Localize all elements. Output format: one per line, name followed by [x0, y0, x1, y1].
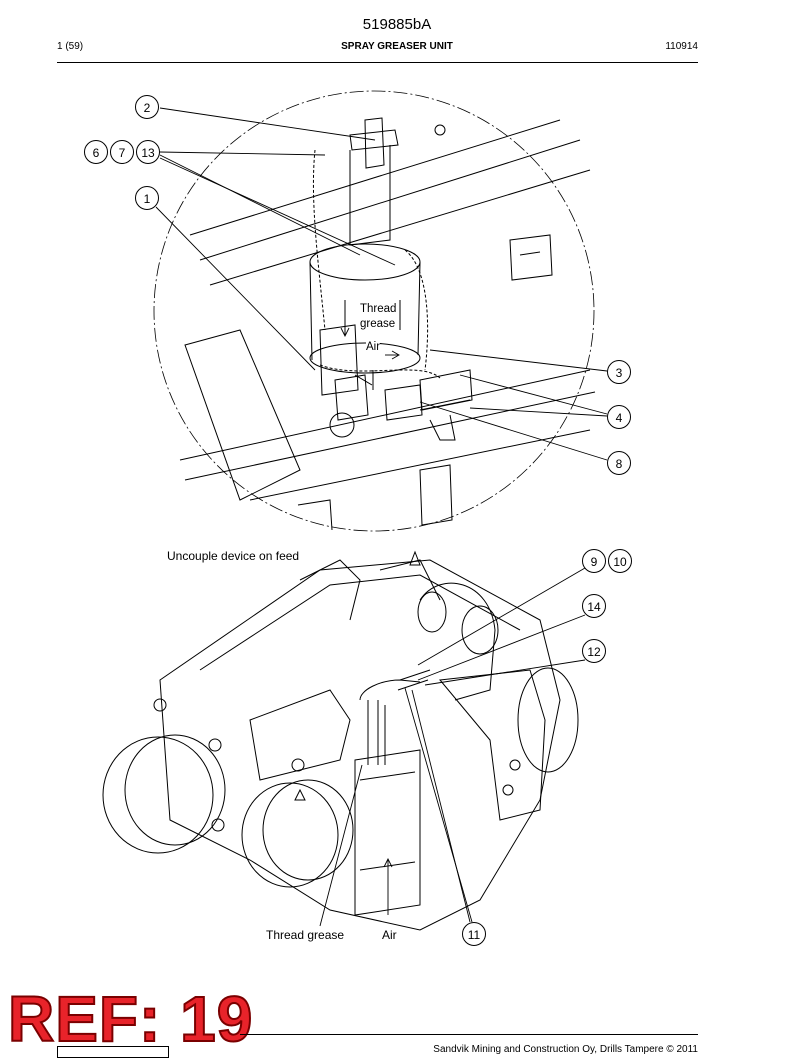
callout-6: 6: [84, 140, 108, 164]
callout-13: 13: [136, 140, 160, 164]
page-title: SPRAY GREASER UNIT: [341, 41, 453, 52]
footer-rule: [240, 1034, 698, 1035]
label-air: Air: [366, 341, 381, 353]
ref-watermark: REF: 19: [7, 982, 254, 1056]
footer-copyright: Sandvik Mining and Construction Oy, Dril…: [433, 1044, 698, 1055]
callout-10: 10: [608, 549, 632, 573]
figure1-leaders: [155, 107, 608, 461]
label-air-2: Air: [382, 928, 397, 942]
callout-1: 1: [135, 186, 159, 210]
sandvik-logo: [57, 1046, 169, 1058]
figure2-caption: Uncouple device on feed: [167, 549, 300, 563]
callout-9: 9: [582, 549, 606, 573]
label-thread-grease-2: Thread grease: [266, 928, 345, 942]
document-number: 519885bA: [362, 16, 432, 33]
callout-7: 7: [110, 140, 134, 164]
callout-8: 8: [607, 451, 631, 475]
header-rule: [57, 62, 698, 63]
label-thread-grease: Thread grease: [360, 302, 397, 332]
callout-12: 12: [582, 639, 606, 663]
callout-14: 14: [582, 594, 606, 618]
callout-2: 2: [135, 95, 159, 119]
flow-arrows: [340, 300, 400, 915]
figure1-detail-view: [153, 90, 596, 532]
callout-11: 11: [462, 922, 486, 946]
figure2-leaders: [319, 567, 586, 927]
revision-code: 110914: [665, 41, 698, 52]
callout-4: 4: [607, 405, 631, 429]
page-count: 1 (59): [57, 41, 84, 52]
figure2-uncouple-device: [102, 550, 579, 931]
callout-3: 3: [607, 360, 631, 384]
